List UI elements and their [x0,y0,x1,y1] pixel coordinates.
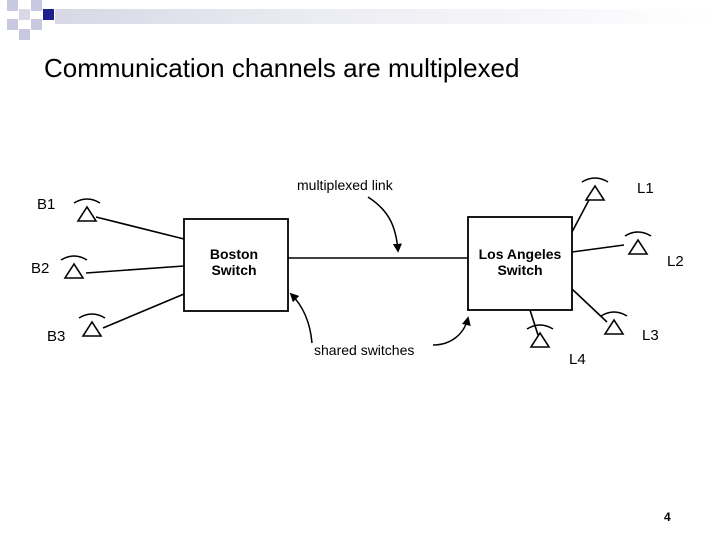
deco-square [31,19,42,30]
l2-line [571,244,625,253]
b2-label: B2 [31,260,49,277]
l3-label: L3 [642,327,659,344]
deco-square [19,29,30,40]
deco-square [31,0,42,11]
deco-square [7,19,18,30]
b2-line [85,265,185,274]
b2-phone-icon [60,255,88,279]
l4-line [529,309,539,336]
deco-square [43,9,54,20]
l3-phone-icon [600,311,628,335]
la-switch-box [467,216,573,311]
multiplexed-link-label: multiplexed link [297,177,394,193]
b1-label: B1 [37,196,55,213]
boston-switch-box [183,218,289,312]
deco-square [7,0,18,11]
b3-line [102,293,185,329]
l4-phone-icon [526,324,554,348]
l3-line [571,288,608,323]
boston-switch-label-line1: Boston [210,246,258,262]
l4-label: L4 [569,351,586,368]
la-switch-label-line2: Switch [497,262,542,278]
slide-number: 4 [664,510,671,524]
b1-line [95,216,185,240]
boston-switch-label-line2: Switch [211,262,256,278]
shared-switches-label: shared switches [314,342,414,358]
shared-switches-arrow-right [432,316,471,346]
b3-phone-icon [78,313,106,337]
l2-phone-icon [624,231,652,255]
deco-square [19,9,30,20]
decorative-squares [0,0,720,40]
l1-label: L1 [637,180,654,197]
l2-label: L2 [667,253,684,270]
la-switch-label-line1: Los Angeles [479,246,562,262]
title-bar-gradient [55,9,720,24]
slide-title: Communication channels are multiplexed [44,53,520,83]
multiplexed-link-arrow [367,196,402,253]
l1-line [571,197,591,233]
l1-phone-icon [581,177,609,201]
b3-label: B3 [47,328,65,345]
shared-switches-arrow-left [289,292,313,344]
